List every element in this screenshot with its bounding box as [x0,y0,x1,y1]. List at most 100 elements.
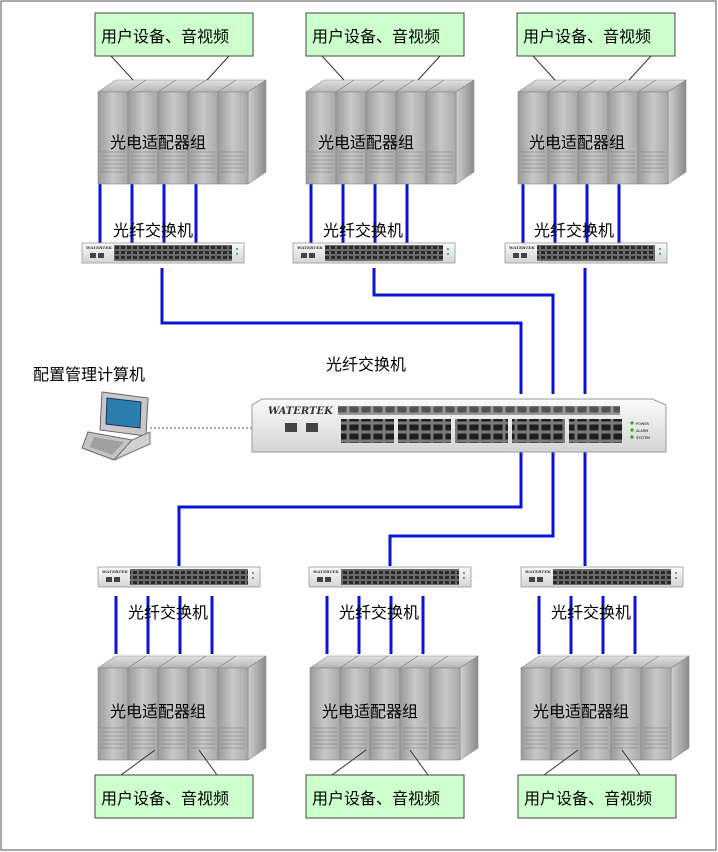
server-front [127,667,159,761]
leader-line [417,55,441,81]
access-switch-label: 光纤交换机 [128,603,208,622]
server-side [247,655,267,761]
core-port-block-2 [398,419,451,443]
switch-console-port [529,577,535,582]
server-side [455,79,475,185]
switch-console-port [98,253,104,258]
server-front [157,667,189,761]
switch-led [659,248,661,250]
leader-line [628,55,652,81]
switch-led [463,577,465,579]
user-device-label: 用户设备、音视频 [524,789,652,808]
server-side [667,79,687,185]
user-device-box [305,12,465,57]
switch-led [675,577,677,579]
server-front [520,667,552,761]
switch-port-array [341,569,459,585]
leader-line [120,749,156,776]
server-front [429,667,461,761]
computer-icon [81,391,151,461]
status-system: SYSTEM [636,436,650,440]
server-front [607,91,639,185]
switch-console-port [106,577,112,582]
leader-line [110,55,134,81]
user-device-box [517,774,677,819]
user-device-label: 用户设备、音视频 [312,789,440,808]
user-device-label: 用户设备、音视频 [101,789,229,808]
leader-line [206,55,230,81]
switch-port-array [537,245,655,261]
server-side [247,79,267,185]
switch-brand: WATERTEK [509,245,535,250]
server-front [517,91,549,185]
console-port-2 [306,423,318,432]
switch-console-port [325,577,331,582]
server-front [127,91,159,185]
core-port-block-1 [341,419,394,443]
adapter-group-label: 光电适配器组 [533,702,629,721]
access-groups: WATERTEK用户设备、音视频光电适配器组光纤交换机WATERTEK用户设备、… [81,12,690,819]
user-device-box [305,774,465,819]
core-port-block-4 [512,419,565,443]
switch-port-array [114,245,232,261]
link-bottom-left [177,449,523,566]
server-front [187,667,219,761]
led-system [630,435,634,439]
server-front [395,91,427,185]
switch-console-port [90,253,96,258]
link-top-left [160,268,523,394]
server-front [157,91,189,185]
user-device-box [516,12,676,57]
led-alarm [630,428,634,432]
access-switch-label: 光纤交换机 [551,603,631,622]
server-front [339,667,371,761]
switch-port-array [325,245,443,261]
server-front [365,91,397,185]
switch-console-port [317,577,323,582]
leader-line [198,749,218,776]
server-front [97,667,129,761]
switch-led [252,577,254,579]
adapter-group-label: 光电适配器组 [110,702,206,721]
switch-brand: WATERTEK [313,569,339,574]
access-switch-label: 光纤交换机 [113,221,193,240]
switch-console-port [309,253,315,258]
switch-brand: WATERTEK [297,245,323,250]
led-power [630,421,634,425]
server-front [640,667,672,761]
link-bottom-middle [388,449,555,566]
status-power: POWER [636,422,650,426]
switch-led [236,253,238,255]
core-switch: 光纤交换机 WATERTEK POWER ALARM SYSTEM [251,355,667,453]
switch-led [236,248,238,250]
server-front [369,667,401,761]
server-front [580,667,612,761]
switch-console-port [521,253,527,258]
user-device-label: 用户设备、音视频 [523,27,651,46]
switch-led [675,572,677,574]
fiber-links [160,268,587,566]
adapter-group-label: 光电适配器组 [529,133,625,152]
server-front [610,667,642,761]
core-port-block-5 [569,419,622,443]
server-side [459,655,479,761]
switch-console-port [537,577,543,582]
core-port-block-3 [455,419,508,443]
server-front [305,91,337,185]
switch-brand: WATERTEK [86,245,112,250]
server-side [670,655,690,761]
management-pc: 配置管理计算机 [33,365,258,461]
core-switch-brand: WATERTEK [268,406,334,417]
user-device-box [94,12,254,57]
status-alarm: ALARM [636,429,648,433]
leader-line [543,749,579,776]
adapter-group-label: 光电适配器组 [318,133,414,152]
switch-port-array [130,569,248,585]
leader-line [409,749,429,776]
